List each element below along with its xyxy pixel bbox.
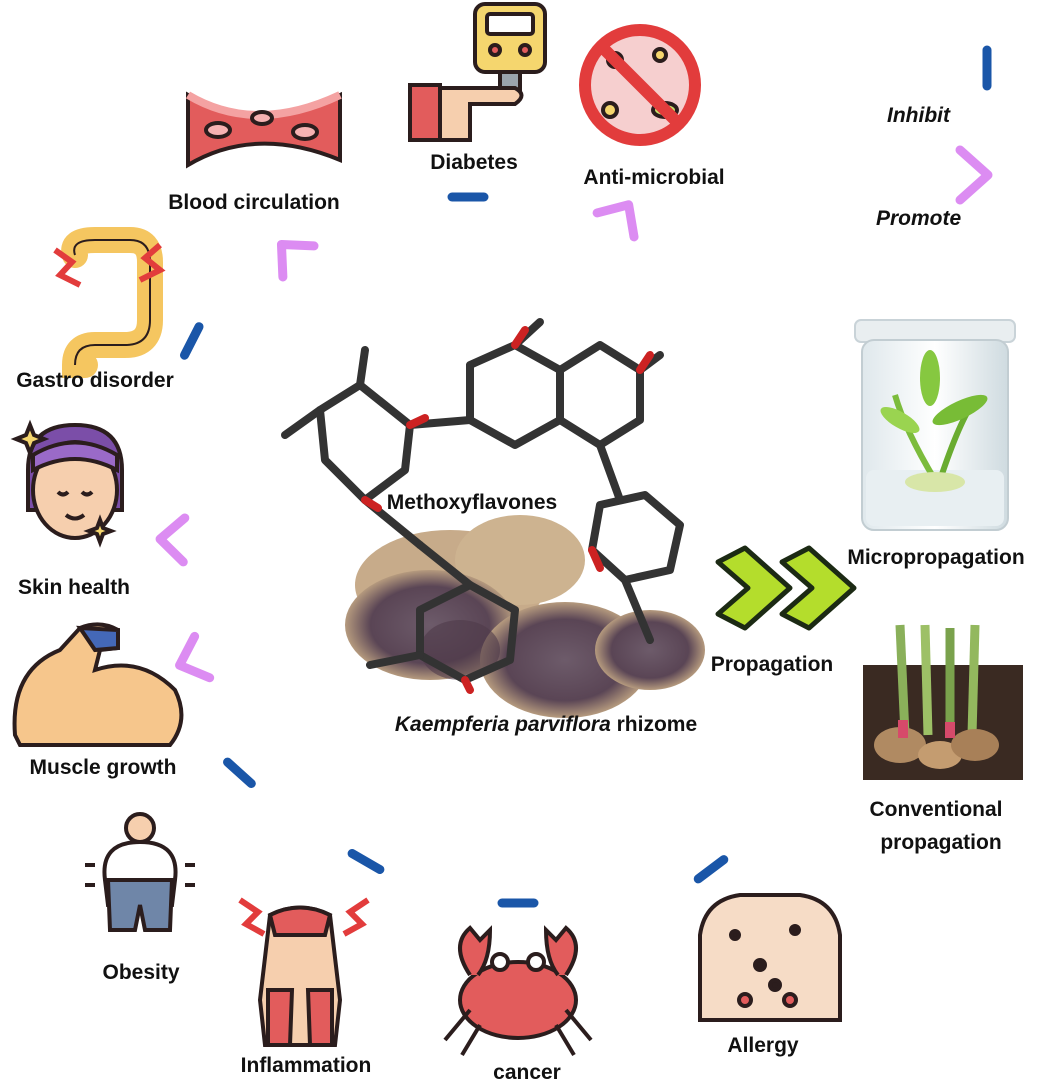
- promote-arrow-skin-health: [155, 513, 277, 567]
- label-skin-health: Skin health: [17, 576, 131, 599]
- inhibit-arrow-allergy: [635, 770, 729, 884]
- conventional-propagation-image: [863, 624, 1023, 780]
- legend-inhibit-arrow: [867, 45, 992, 91]
- promote-arrow-anti-microbial: [567, 200, 639, 297]
- inhibit-arrow-inflammation: [347, 763, 425, 875]
- propagation-chevrons-icon: [715, 545, 857, 631]
- inhibit-arrow-diabetes: [447, 192, 489, 310]
- label-propagation: Propagation: [710, 653, 834, 676]
- label-obesity: Obesity: [102, 961, 180, 984]
- allergy-body-icon: [698, 893, 842, 1022]
- obesity-icon: [85, 812, 195, 932]
- face-icon: [10, 419, 124, 548]
- label-micropropagation: Micropropagation: [847, 546, 1025, 569]
- blood-vessel-icon: [185, 91, 342, 169]
- label-blood-circulation: Blood circulation: [168, 191, 340, 214]
- label-conventional-line2: propagation: [880, 831, 1002, 854]
- muscle-arm-icon: [12, 622, 184, 747]
- promote-arrow-muscle-growth: [175, 623, 287, 683]
- label-gastro-disorder: Gastro disorder: [16, 369, 174, 392]
- label-diabetes: Diabetes: [430, 151, 518, 174]
- anti-microbial-icon: [579, 24, 701, 146]
- rhizome-species-name: Kaempferia parviflora: [394, 713, 611, 736]
- micropropagation-jar-image: [854, 319, 1016, 531]
- intestine-icon: [53, 227, 166, 378]
- label-muscle-growth: Muscle growth: [29, 756, 177, 779]
- crab-icon: [443, 925, 593, 1057]
- label-conventional-line1: Conventional: [869, 798, 1003, 821]
- label-allergy: Allergy: [727, 1034, 799, 1057]
- molecule-oxygen-atoms: [361, 326, 654, 694]
- label-rhizome: Kaempferia parviflora rhizome: [395, 712, 697, 737]
- legend-inhibit-label: Inhibit: [887, 104, 950, 127]
- glucometer-icon: [408, 2, 547, 142]
- inhibit-arrow-gastro: [180, 322, 293, 395]
- label-inflammation: Inflammation: [240, 1054, 372, 1077]
- inflammation-body-icon: [238, 897, 370, 1047]
- inhibit-arrow-cancer: [497, 790, 539, 908]
- promote-arrow-blood-circulation: [276, 239, 360, 323]
- label-cancer: cancer: [493, 1061, 561, 1084]
- rhizome-image: [345, 515, 705, 718]
- label-methoxyflavones: Methoxyflavones: [386, 491, 558, 514]
- legend-promote-label: Promote: [876, 207, 962, 230]
- legend-promote-arrow: [873, 145, 993, 205]
- label-anti-microbial: Anti-microbial: [583, 166, 725, 189]
- rhizome-word: rhizome: [616, 713, 698, 736]
- inhibit-arrow-obesity: [223, 695, 310, 789]
